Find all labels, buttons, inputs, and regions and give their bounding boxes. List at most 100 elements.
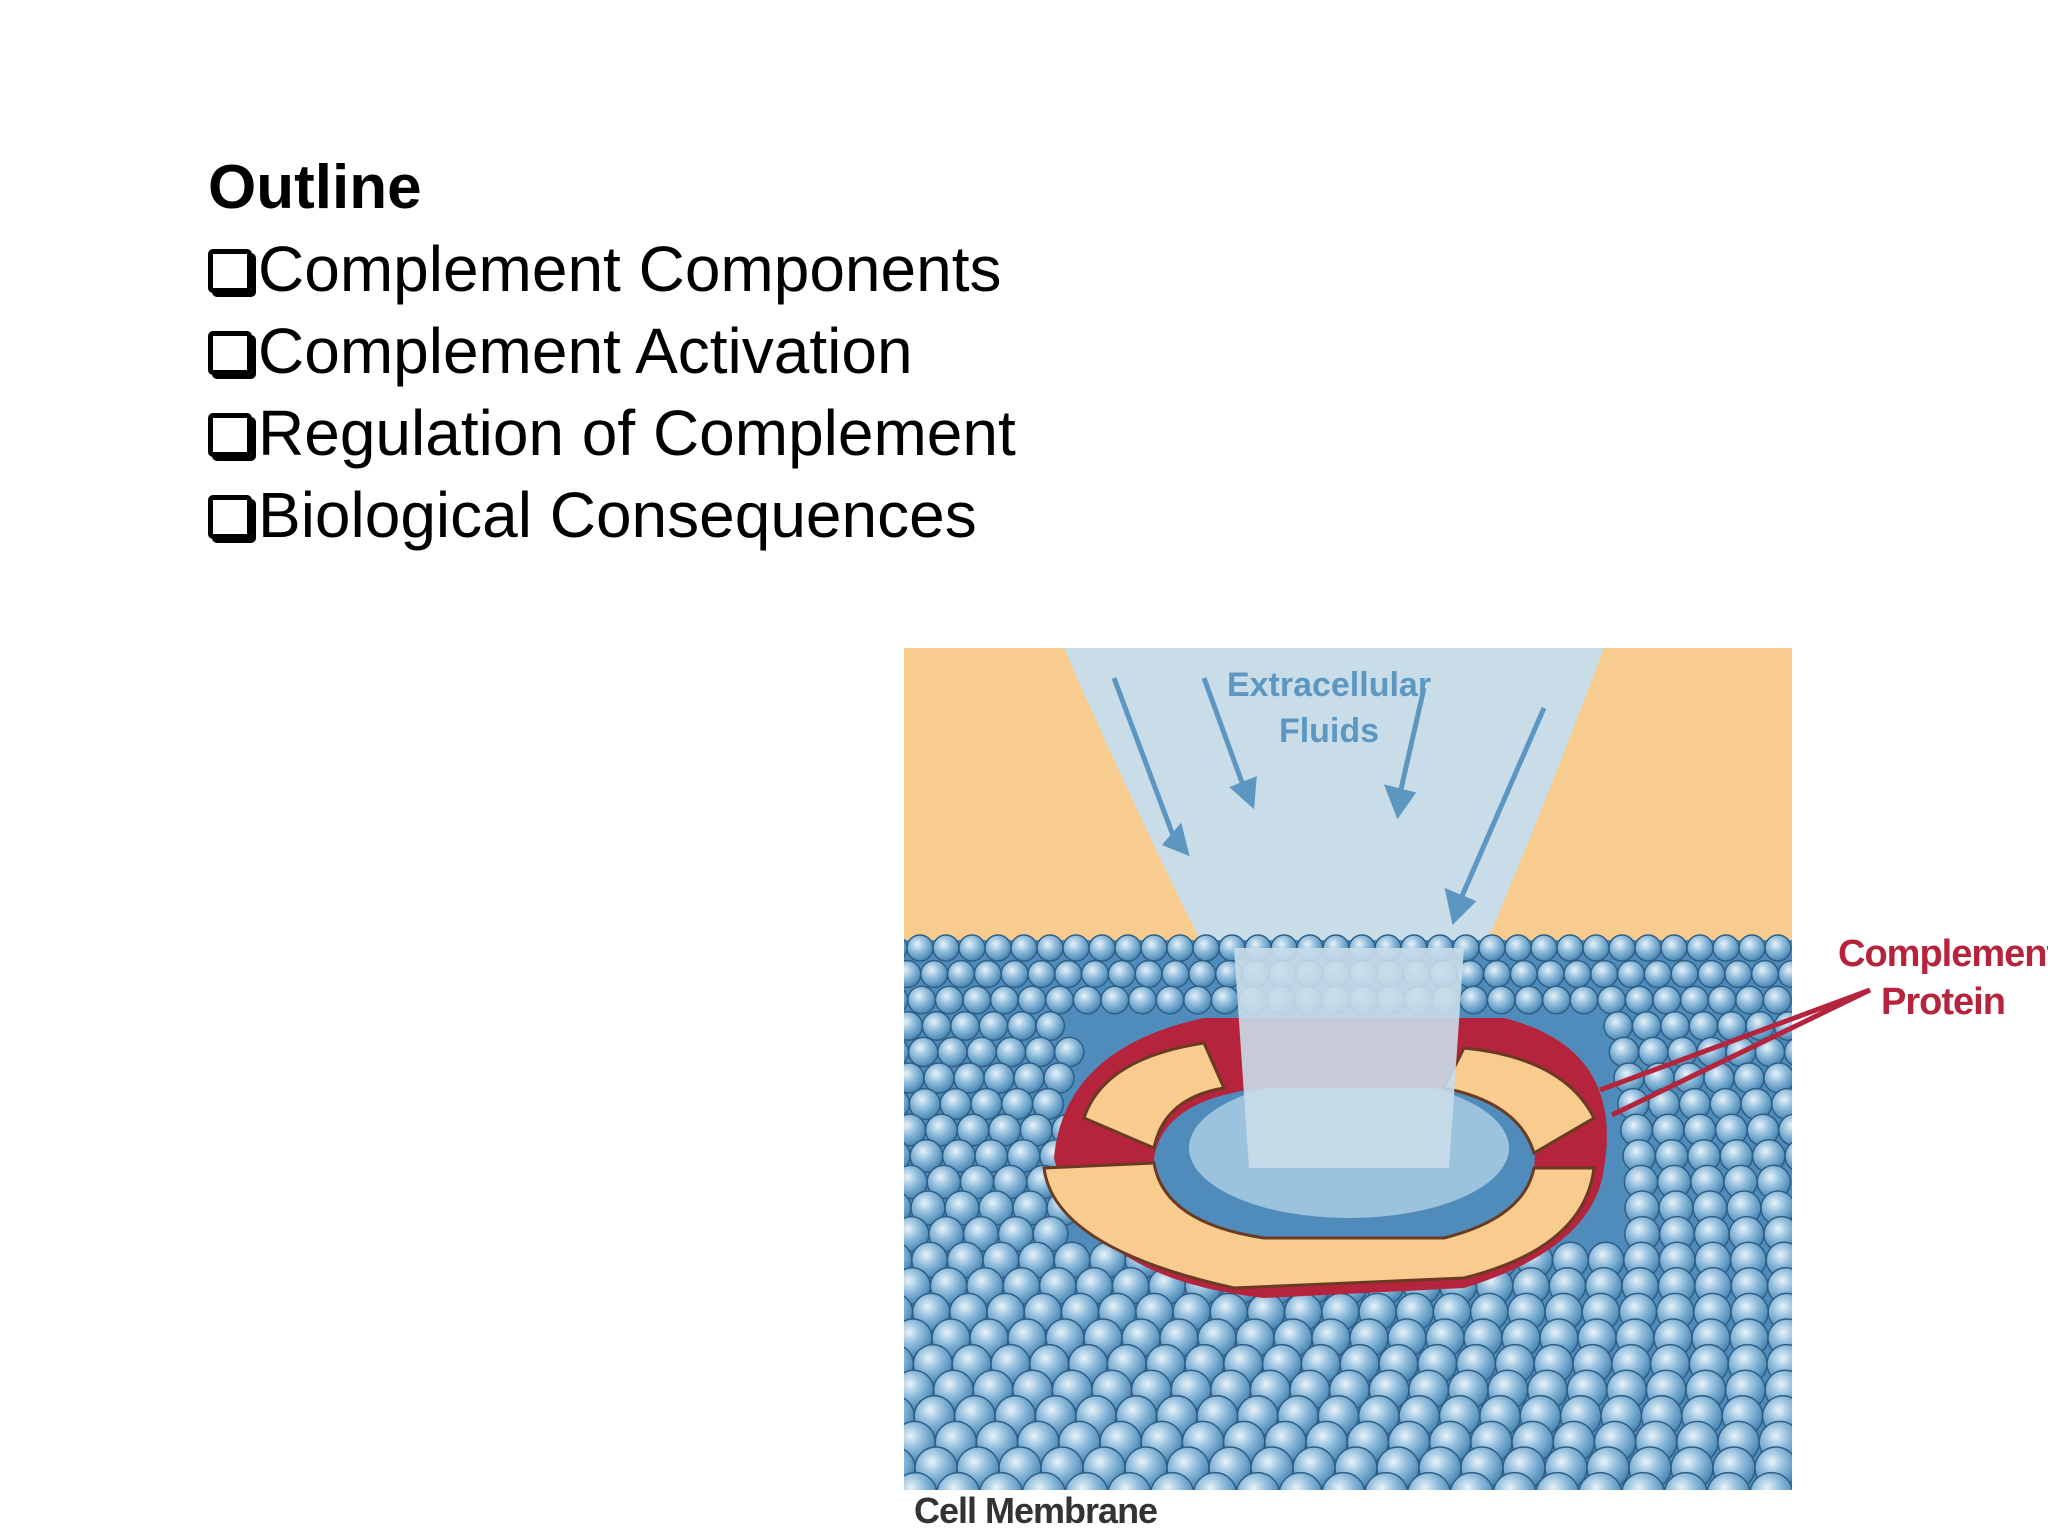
complement-protein-label: Complement Protein (1838, 930, 2048, 1026)
membrane-bead (1183, 985, 1213, 1015)
checkbox-bullet-icon (208, 413, 252, 457)
membrane-bead (1745, 1011, 1776, 1041)
membrane-bead (1725, 1036, 1757, 1068)
membrane-bead (1492, 1471, 1537, 1490)
membrane-bead (906, 934, 934, 962)
membrane-bead (1716, 1011, 1747, 1041)
membrane-bead (1535, 1471, 1580, 1490)
membrane-bead (1155, 985, 1185, 1015)
membrane-bead (1188, 959, 1217, 989)
membrane-bead (1608, 1036, 1640, 1068)
list-item-label: Complement Components (258, 233, 1002, 305)
membrane-bead (1150, 1471, 1194, 1490)
membrane-bead (1673, 1062, 1705, 1094)
membrane-bead (1536, 959, 1565, 989)
membrane-bead (1749, 1471, 1792, 1490)
complement-ring-back-right (1441, 1046, 1596, 1156)
membrane-bead (1486, 985, 1516, 1015)
membrane-bead (1688, 1011, 1719, 1041)
membrane-bead (1088, 934, 1116, 962)
membrane-bead (1643, 1062, 1675, 1094)
membrane-bead (1509, 959, 1538, 989)
membrane-bead (1054, 959, 1083, 989)
membrane-bead (1582, 934, 1610, 962)
membrane-bead (958, 934, 986, 962)
membrane-bead (1064, 1471, 1109, 1490)
membrane-bead (1738, 934, 1766, 962)
membrane-bead (1556, 934, 1584, 962)
membrane-bead (1450, 1471, 1494, 1490)
fluid-arrows (1111, 677, 1547, 926)
membrane-bead (1724, 959, 1753, 989)
membrane-bead (1107, 1471, 1152, 1490)
membrane-bead (979, 1471, 1023, 1490)
membrane-bead (1784, 1141, 1792, 1171)
membrane-bead (1563, 959, 1592, 989)
protein-label-line1: Complement (1838, 933, 2048, 975)
membrane-bead (1590, 959, 1619, 989)
fluid-label-line1: Extracellular (1227, 666, 1431, 704)
membrane-bead (1504, 934, 1532, 962)
membrane-bead (936, 1471, 980, 1490)
membrane-bead (1482, 959, 1512, 989)
membrane-bead (1777, 959, 1792, 989)
membrane-bead (1679, 985, 1709, 1015)
membrane-bead (1634, 934, 1662, 962)
membrane-bead (1236, 1471, 1280, 1490)
outline-list: Complement Components Complement Activat… (208, 228, 1208, 556)
membrane-bead (1597, 985, 1627, 1015)
membrane-bead (1696, 1036, 1727, 1068)
membrane-bead (1027, 959, 1056, 989)
list-item-label: Complement Activation (258, 315, 913, 387)
membrane-bead (1192, 934, 1220, 962)
membrane-bead (1022, 1471, 1066, 1490)
membrane-bead (1643, 959, 1672, 989)
membrane-bead (1010, 934, 1038, 962)
membrane-bead (1660, 934, 1688, 962)
protein-label-line2: Protein (1881, 981, 2006, 1023)
membrane-bead (1603, 1011, 1634, 1041)
membrane-bead (1735, 985, 1765, 1015)
membrane-bead (1045, 985, 1075, 1015)
outline-section: Outline Complement Components Complement… (208, 148, 1208, 556)
membrane-bead (1072, 985, 1102, 1015)
list-item-label: Regulation of Complement (258, 397, 1016, 469)
membrane-bead (1459, 985, 1489, 1015)
membrane-bead (904, 1471, 938, 1490)
membrane-bead (1541, 985, 1571, 1015)
membrane-bead (921, 1011, 952, 1041)
membrane-bead (1686, 934, 1714, 962)
membrane-bead (984, 934, 1012, 962)
membrane-bead (1478, 934, 1506, 962)
pore-illustration-svg: Extracellular Fluids (904, 648, 1792, 1490)
membrane-bead (1578, 1471, 1622, 1490)
list-item: Regulation of Complement (208, 392, 1208, 474)
membrane-bead (1017, 985, 1047, 1015)
membrane-bead (1530, 934, 1558, 962)
membrane-bead (934, 985, 964, 1015)
membrane-bead (989, 985, 1019, 1015)
membrane-bead (1134, 959, 1163, 989)
membrane-bead (1569, 985, 1599, 1015)
membrane-bead (1754, 1036, 1786, 1068)
membrane-bead (950, 1011, 980, 1041)
membrane-bead (966, 1036, 997, 1068)
membrane-bead (1407, 1471, 1451, 1490)
membrane-bead (1107, 959, 1136, 989)
membrane-bead (1660, 1011, 1690, 1041)
cell-membrane-label: Cell Membrane (914, 1490, 1158, 1531)
fluid-stream (1234, 948, 1464, 1168)
checkbox-bullet-icon (208, 495, 252, 539)
fluid-label-line2: Fluids (1279, 712, 1379, 750)
membrane-bead (1624, 985, 1654, 1015)
complement-ring-front (1042, 1161, 1596, 1290)
checkbox-bullet-icon (208, 249, 252, 293)
membrane-bead (937, 1036, 968, 1068)
membrane-bead (1514, 985, 1544, 1015)
membrane-bead (1764, 934, 1792, 962)
membrane-bead (1616, 959, 1646, 989)
membrane-bead (962, 985, 992, 1015)
complement-ring-back (1082, 1041, 1227, 1151)
membrane-bead (1161, 959, 1190, 989)
membrane-bead (1127, 985, 1157, 1015)
